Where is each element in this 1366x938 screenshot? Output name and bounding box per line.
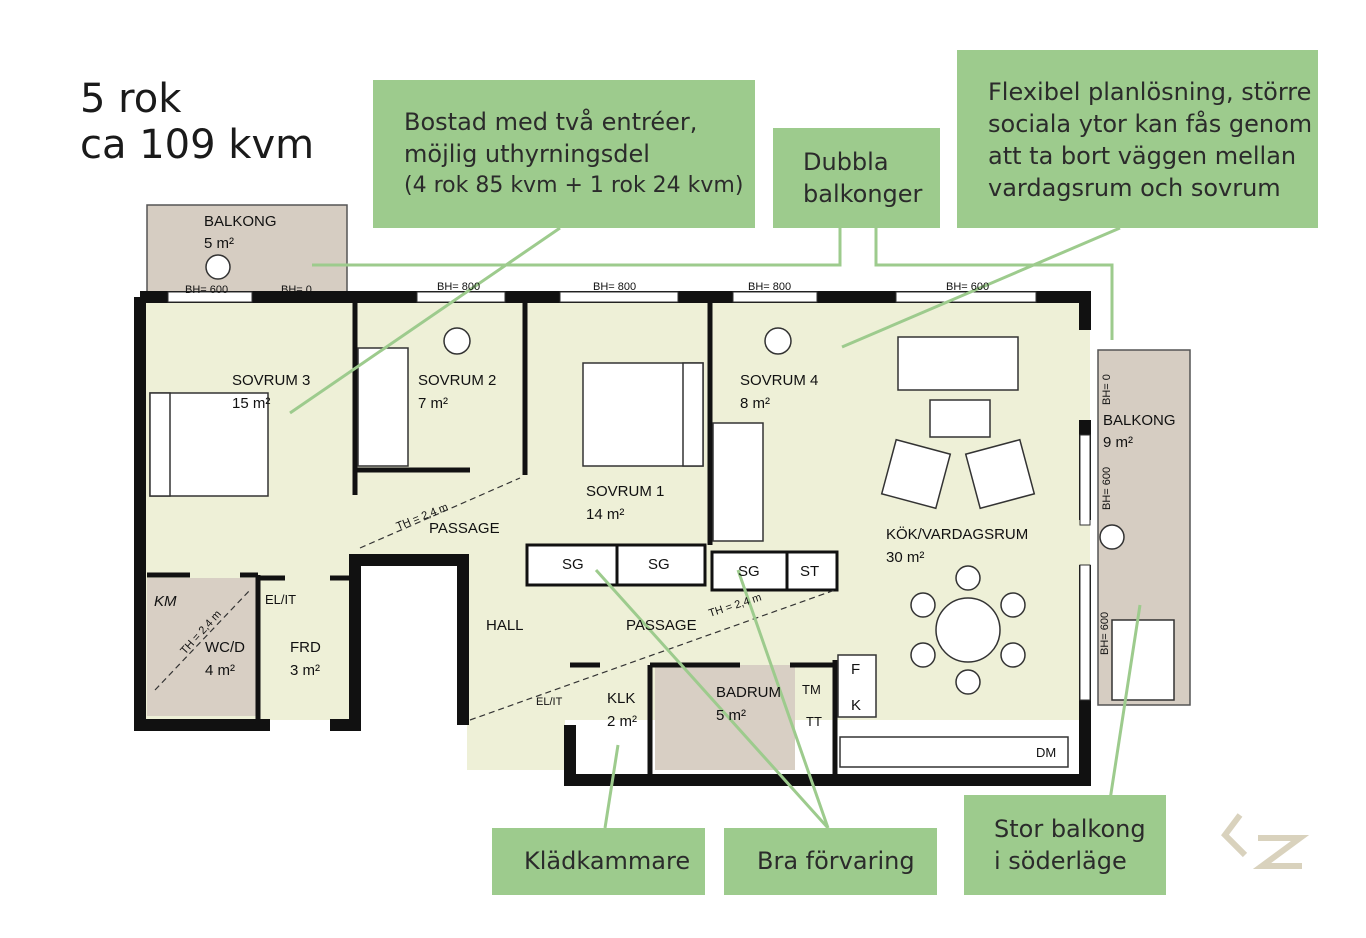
callout-flexible-line2: sociala ytor kan fås genom [988, 110, 1313, 138]
bh-n4: BH= 600 [946, 281, 989, 293]
sovrum2-area: 7 m² [418, 395, 448, 412]
page-title: 5 rok ca 109 kvm [80, 76, 314, 168]
badrum-area: 5 m² [716, 707, 746, 724]
callout-flexible: Flexibel planlösning, större sociala yto… [957, 50, 1318, 228]
k-label: K [851, 697, 861, 714]
callout-balconies-line2: balkonger [803, 180, 923, 208]
bh-w1: BH= 600 [185, 284, 228, 296]
title-rooms: 5 rok [80, 76, 182, 122]
bh-n2: BH= 800 [593, 281, 636, 293]
balcony-east-name: BALKONG [1103, 412, 1176, 429]
bh-e3: BH= 600 [1099, 612, 1111, 655]
elit-label-2: EL/IT [536, 696, 563, 708]
callout-wardrobe-text: Klädkammare [524, 847, 691, 875]
balcony-west-name: BALKONG [204, 213, 277, 230]
passage-label-1: PASSAGE [429, 520, 500, 537]
frd-name: FRD [290, 639, 321, 656]
hall-label: HALL [486, 617, 524, 634]
callout-entrances-line2: möjlig uthyrningsdel [404, 140, 650, 168]
kitchen-counter [837, 654, 1069, 768]
callout-wardrobe: Klädkammare [492, 828, 705, 895]
callout-big-balcony-line1: Stor balkong [994, 815, 1146, 843]
ceiling-lines [154, 477, 836, 721]
sg-label-3: SG [738, 563, 760, 580]
badrum-name: BADRUM [716, 684, 781, 701]
living-furniture [205, 254, 1175, 701]
elit-label-1: EL/IT [265, 592, 296, 607]
wc-floor [147, 578, 257, 716]
sovrum2-name: SOVRUM 2 [418, 372, 496, 389]
sovrum3-name: SOVRUM 3 [232, 372, 310, 389]
f-label: F [851, 661, 860, 678]
bh-n1: BH= 800 [437, 281, 480, 293]
balcony-east-area: 9 m² [1103, 434, 1133, 451]
tm-label: TM [802, 682, 821, 697]
leader-lines [289, 226, 1142, 830]
callout-big-balcony: Stor balkong i söderläge [964, 795, 1166, 895]
callout-entrances: Bostad med två entréer, möjlig uthyrning… [373, 80, 755, 228]
brand-logo-icon [1221, 813, 1310, 869]
kok-area: 30 m² [886, 549, 924, 566]
bh-n3: BH= 800 [748, 281, 791, 293]
passage-label-2: PASSAGE [626, 617, 697, 634]
callout-storage-text: Bra förvaring [757, 847, 915, 875]
sg-label-1: SG [562, 556, 584, 573]
callout-flexible-line1: Flexibel planlösning, större [988, 78, 1312, 106]
sovrum4-name: SOVRUM 4 [740, 372, 818, 389]
tt-label: TT [806, 714, 822, 729]
sg-label-2: SG [648, 556, 670, 573]
sovrum1-name: SOVRUM 1 [586, 483, 664, 500]
sovrum3-area: 15 m² [232, 395, 270, 412]
bh-w2: BH= 0 [281, 284, 312, 296]
dm-label: DM [1036, 745, 1056, 760]
callout-storage: Bra förvaring [724, 828, 937, 895]
callout-balconies-line1: Dubbla [803, 148, 889, 176]
bh-e1: BH= 0 [1101, 374, 1113, 405]
callout-entrances-line3: (4 rok 85 kvm + 1 rok 24 kvm) [404, 173, 744, 198]
callout-flexible-line4: vardagsrum och sovrum [988, 174, 1281, 202]
bh-e2: BH= 600 [1101, 467, 1113, 510]
klk-name: KLK [607, 690, 635, 707]
frd-area: 3 m² [290, 662, 320, 679]
wc-name: WC/D [205, 639, 245, 656]
callout-balconies: Dubbla balkonger [773, 128, 940, 228]
callout-entrances-line1: Bostad med två entréer, [404, 108, 698, 136]
km-label: KM [154, 593, 177, 610]
wc-area: 4 m² [205, 662, 235, 679]
balcony-west-area: 5 m² [204, 235, 234, 252]
sovrum1-area: 14 m² [586, 506, 624, 523]
badrum-floor [655, 665, 795, 770]
callout-flexible-line3: att ta bort väggen mellan [988, 142, 1297, 170]
st-label: ST [800, 563, 819, 580]
klk-area: 2 m² [607, 713, 637, 730]
callout-big-balcony-line2: i söderläge [994, 847, 1127, 875]
title-area: ca 109 kvm [80, 122, 315, 168]
wardrobes [525, 543, 839, 592]
interior-walls [147, 297, 838, 780]
kok-name: KÖK/VARDAGSRUM [886, 525, 1028, 543]
sovrum4-area: 8 m² [740, 395, 770, 412]
